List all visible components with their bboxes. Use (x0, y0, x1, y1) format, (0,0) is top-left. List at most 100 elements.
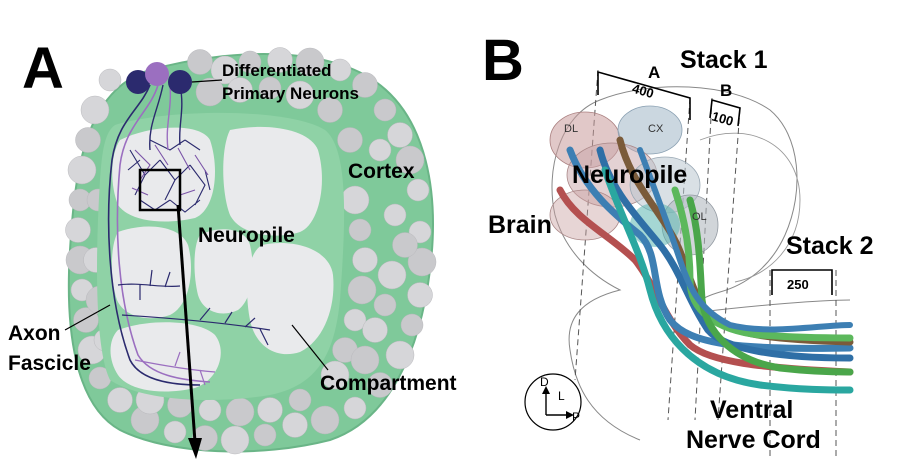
compass-d: D (540, 375, 549, 389)
section-arrow (176, 204, 202, 459)
label-cortex: Cortex (348, 160, 415, 183)
cortex-cell (288, 388, 312, 412)
cortex-cell (400, 313, 424, 337)
label-axon-line1: Axon (8, 322, 61, 345)
panel-a-letter: A (22, 36, 64, 101)
label-axon-line2: Fascicle (8, 352, 91, 375)
cortex-cell (395, 145, 425, 175)
tract-blue-2 (596, 146, 854, 362)
cortex-cell (282, 412, 308, 438)
lobe-cx (617, 105, 683, 155)
cortex-cell (406, 178, 430, 202)
panel-a: A Differentiated Primary Neurons Cortex … (8, 36, 457, 459)
axon-fascicle (107, 84, 271, 386)
cortex-cell (210, 55, 240, 85)
label-stack2: Stack 2 (786, 232, 874, 260)
compartment-5 (247, 243, 334, 355)
cortex-cell (343, 396, 367, 420)
cortex-cell (387, 122, 413, 148)
cortex-cell (220, 425, 250, 455)
label-compartment: Compartment (320, 372, 457, 395)
cortex-cell (227, 77, 253, 103)
label-dl: DL (564, 123, 578, 135)
cortex-cell (295, 47, 325, 77)
cortex-cell (328, 58, 352, 82)
cortex-cell (383, 203, 407, 227)
cortex-cell (285, 80, 315, 110)
cortex-cell (350, 345, 380, 375)
leader-neurons (191, 79, 223, 83)
cortex-cell (352, 247, 378, 273)
neuron-soma-1 (126, 70, 150, 94)
compass-l: L (558, 389, 565, 403)
label-neurons-line1: Differentiated (222, 61, 332, 80)
cortex-cell (73, 307, 99, 333)
panel-b: B (482, 28, 874, 459)
cortex-cell (385, 340, 415, 370)
compass-p: P (572, 410, 580, 424)
cortex-cell (163, 420, 187, 444)
label-100: 100 (710, 109, 735, 129)
compartment-6 (110, 322, 221, 392)
neuron-soma-2 (145, 62, 169, 86)
cortex-cell (310, 405, 340, 435)
compartment-1 (112, 127, 215, 222)
label-neurons-line2: Primary Neurons (222, 84, 359, 103)
cortex-cell (107, 387, 133, 413)
cortex-cell (75, 127, 101, 153)
neuron-tracts (556, 136, 854, 394)
label-vnc-line2: Nerve Cord (686, 426, 821, 454)
label-400: 400 (631, 81, 656, 101)
label-region-a: A (648, 63, 660, 82)
compartment-4 (194, 229, 253, 314)
box-100: 100 (709, 98, 741, 129)
cortex-cell (253, 423, 277, 447)
cortex-cell (373, 98, 397, 122)
label-ol: OL (692, 211, 707, 223)
cortex-cell (407, 247, 437, 277)
label-vnc-line1: Ventral (710, 396, 793, 424)
tract-green-2 (686, 196, 854, 376)
leader-axon (64, 304, 111, 331)
cortex-cell (267, 47, 293, 73)
cortex-cell (340, 185, 370, 215)
cortex-cell (195, 77, 225, 107)
panel-b-letter: B (482, 28, 524, 93)
cortex-cell (238, 50, 262, 74)
leader-compartment (291, 324, 329, 371)
cortex-cell (67, 155, 97, 185)
orientation-compass: D L P (524, 373, 582, 431)
cortex-cell (347, 275, 377, 305)
second-lobe-outline (699, 132, 801, 283)
cortex-cell (377, 260, 407, 290)
label-brain: Brain (488, 211, 552, 239)
tract-teal (601, 166, 854, 394)
cortex-cell (407, 282, 433, 308)
cortex-cell (187, 49, 213, 75)
compartment-2 (223, 126, 322, 236)
cortex-cells (65, 47, 437, 455)
head-outline (551, 86, 851, 441)
cortex-cell (317, 97, 343, 123)
cortex-cell (80, 95, 110, 125)
label-250: 250 (787, 277, 809, 292)
cortex-cell (225, 397, 255, 427)
cortex-cell (367, 372, 393, 398)
cortex-cell (337, 127, 363, 153)
cortex-cell (392, 232, 418, 258)
cortex-cell (198, 398, 222, 422)
cortex-cell (65, 217, 91, 243)
label-neuropile-b: Neuropile (572, 161, 687, 189)
label-neuropile-a: Neuropile (198, 224, 295, 247)
cortex-cell (348, 218, 372, 242)
cortex-cell (373, 293, 397, 317)
cortex-cell (320, 360, 350, 390)
cortex-cell (352, 72, 378, 98)
neuron-soma-3 (168, 70, 192, 94)
cortex-cell (362, 317, 388, 343)
cortex-cell (343, 308, 367, 332)
label-region-b: B (720, 81, 732, 100)
cortex-cell (368, 138, 392, 162)
label-cx: CX (648, 123, 664, 135)
